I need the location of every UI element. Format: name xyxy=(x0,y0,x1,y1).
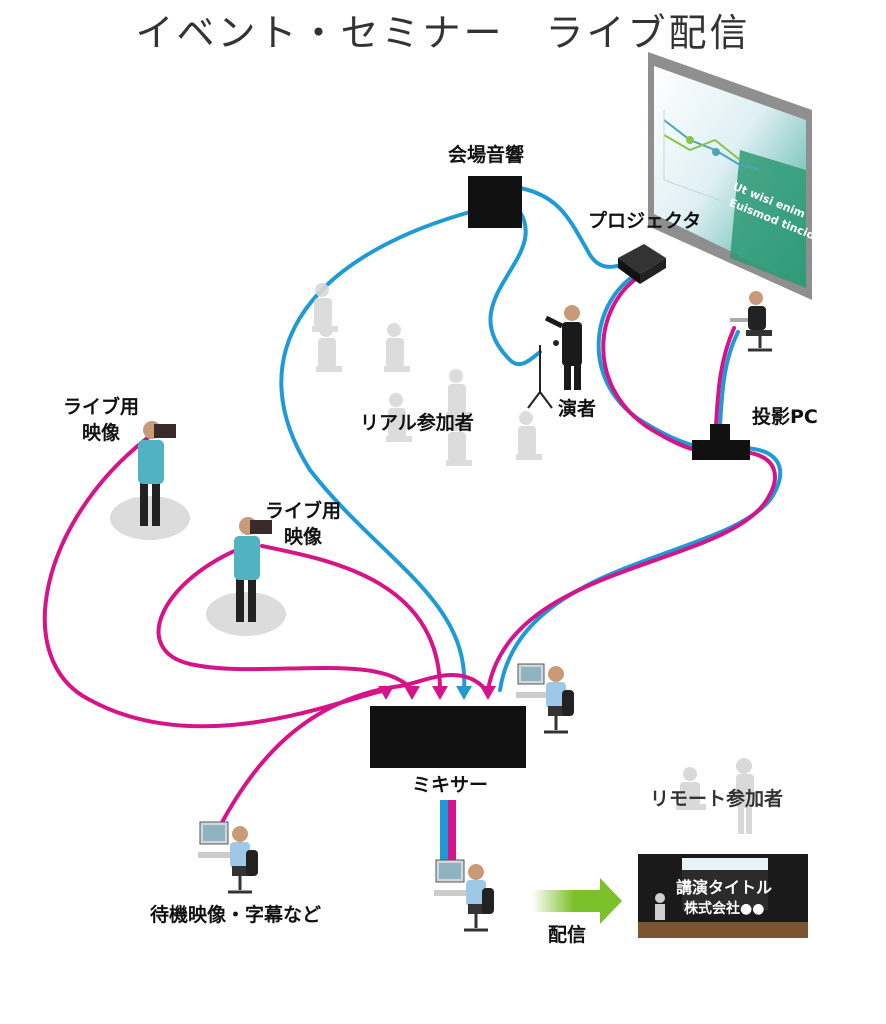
stream-arrow xyxy=(532,878,622,924)
projector-device xyxy=(618,244,666,284)
camera-operator-2 xyxy=(206,517,286,636)
label-presenter: 演者 xyxy=(558,398,597,420)
stream-screen xyxy=(638,854,808,938)
streaming-operator xyxy=(434,859,494,932)
label-live-camera-2-line1: ライブ用 xyxy=(264,500,341,522)
mixer-box xyxy=(370,706,526,768)
label-projector: プロジェクタ xyxy=(588,210,702,232)
mixer-operator xyxy=(516,663,574,734)
presenter-figure xyxy=(527,305,582,409)
label-standby: 待機映像・字幕など xyxy=(150,904,322,926)
label-venue-audio: 会場音響 xyxy=(448,144,525,166)
label-distribution: 配信 xyxy=(548,924,587,946)
label-live-camera-2-line2: 映像 xyxy=(283,526,322,548)
projection-screen xyxy=(648,52,812,300)
mixer-output-video xyxy=(448,800,456,862)
mixer-input-arrows xyxy=(378,686,496,700)
label-real-participants: リアル参加者 xyxy=(360,412,474,434)
venue-audio-box xyxy=(468,176,522,228)
stream-screen-company: 株式会社●● xyxy=(684,901,765,917)
label-live-camera-1-line2: 映像 xyxy=(81,422,120,444)
standby-operator xyxy=(198,821,258,894)
camera-operator-1 xyxy=(110,421,190,540)
label-live-camera-2: ライブ用 映像 xyxy=(262,498,344,550)
projection-pc-box xyxy=(692,424,750,460)
remote-participants xyxy=(676,758,754,834)
projection-pc-operator xyxy=(730,291,772,352)
label-remote-participants: リモート参加者 xyxy=(650,788,784,810)
stream-screen-title: 講演タイトル xyxy=(676,878,773,897)
video-cables xyxy=(42,274,777,828)
label-live-camera-1: ライブ用 映像 xyxy=(60,394,142,446)
label-projection-pc: 投影PC xyxy=(752,406,818,428)
label-mixer: ミキサー xyxy=(412,774,489,796)
mixer-output-audio xyxy=(440,800,448,862)
label-live-camera-1-line1: ライブ用 xyxy=(62,396,139,418)
real-participants xyxy=(312,283,542,466)
page-title: イベント・セミナー ライブ配信 xyxy=(135,11,751,55)
